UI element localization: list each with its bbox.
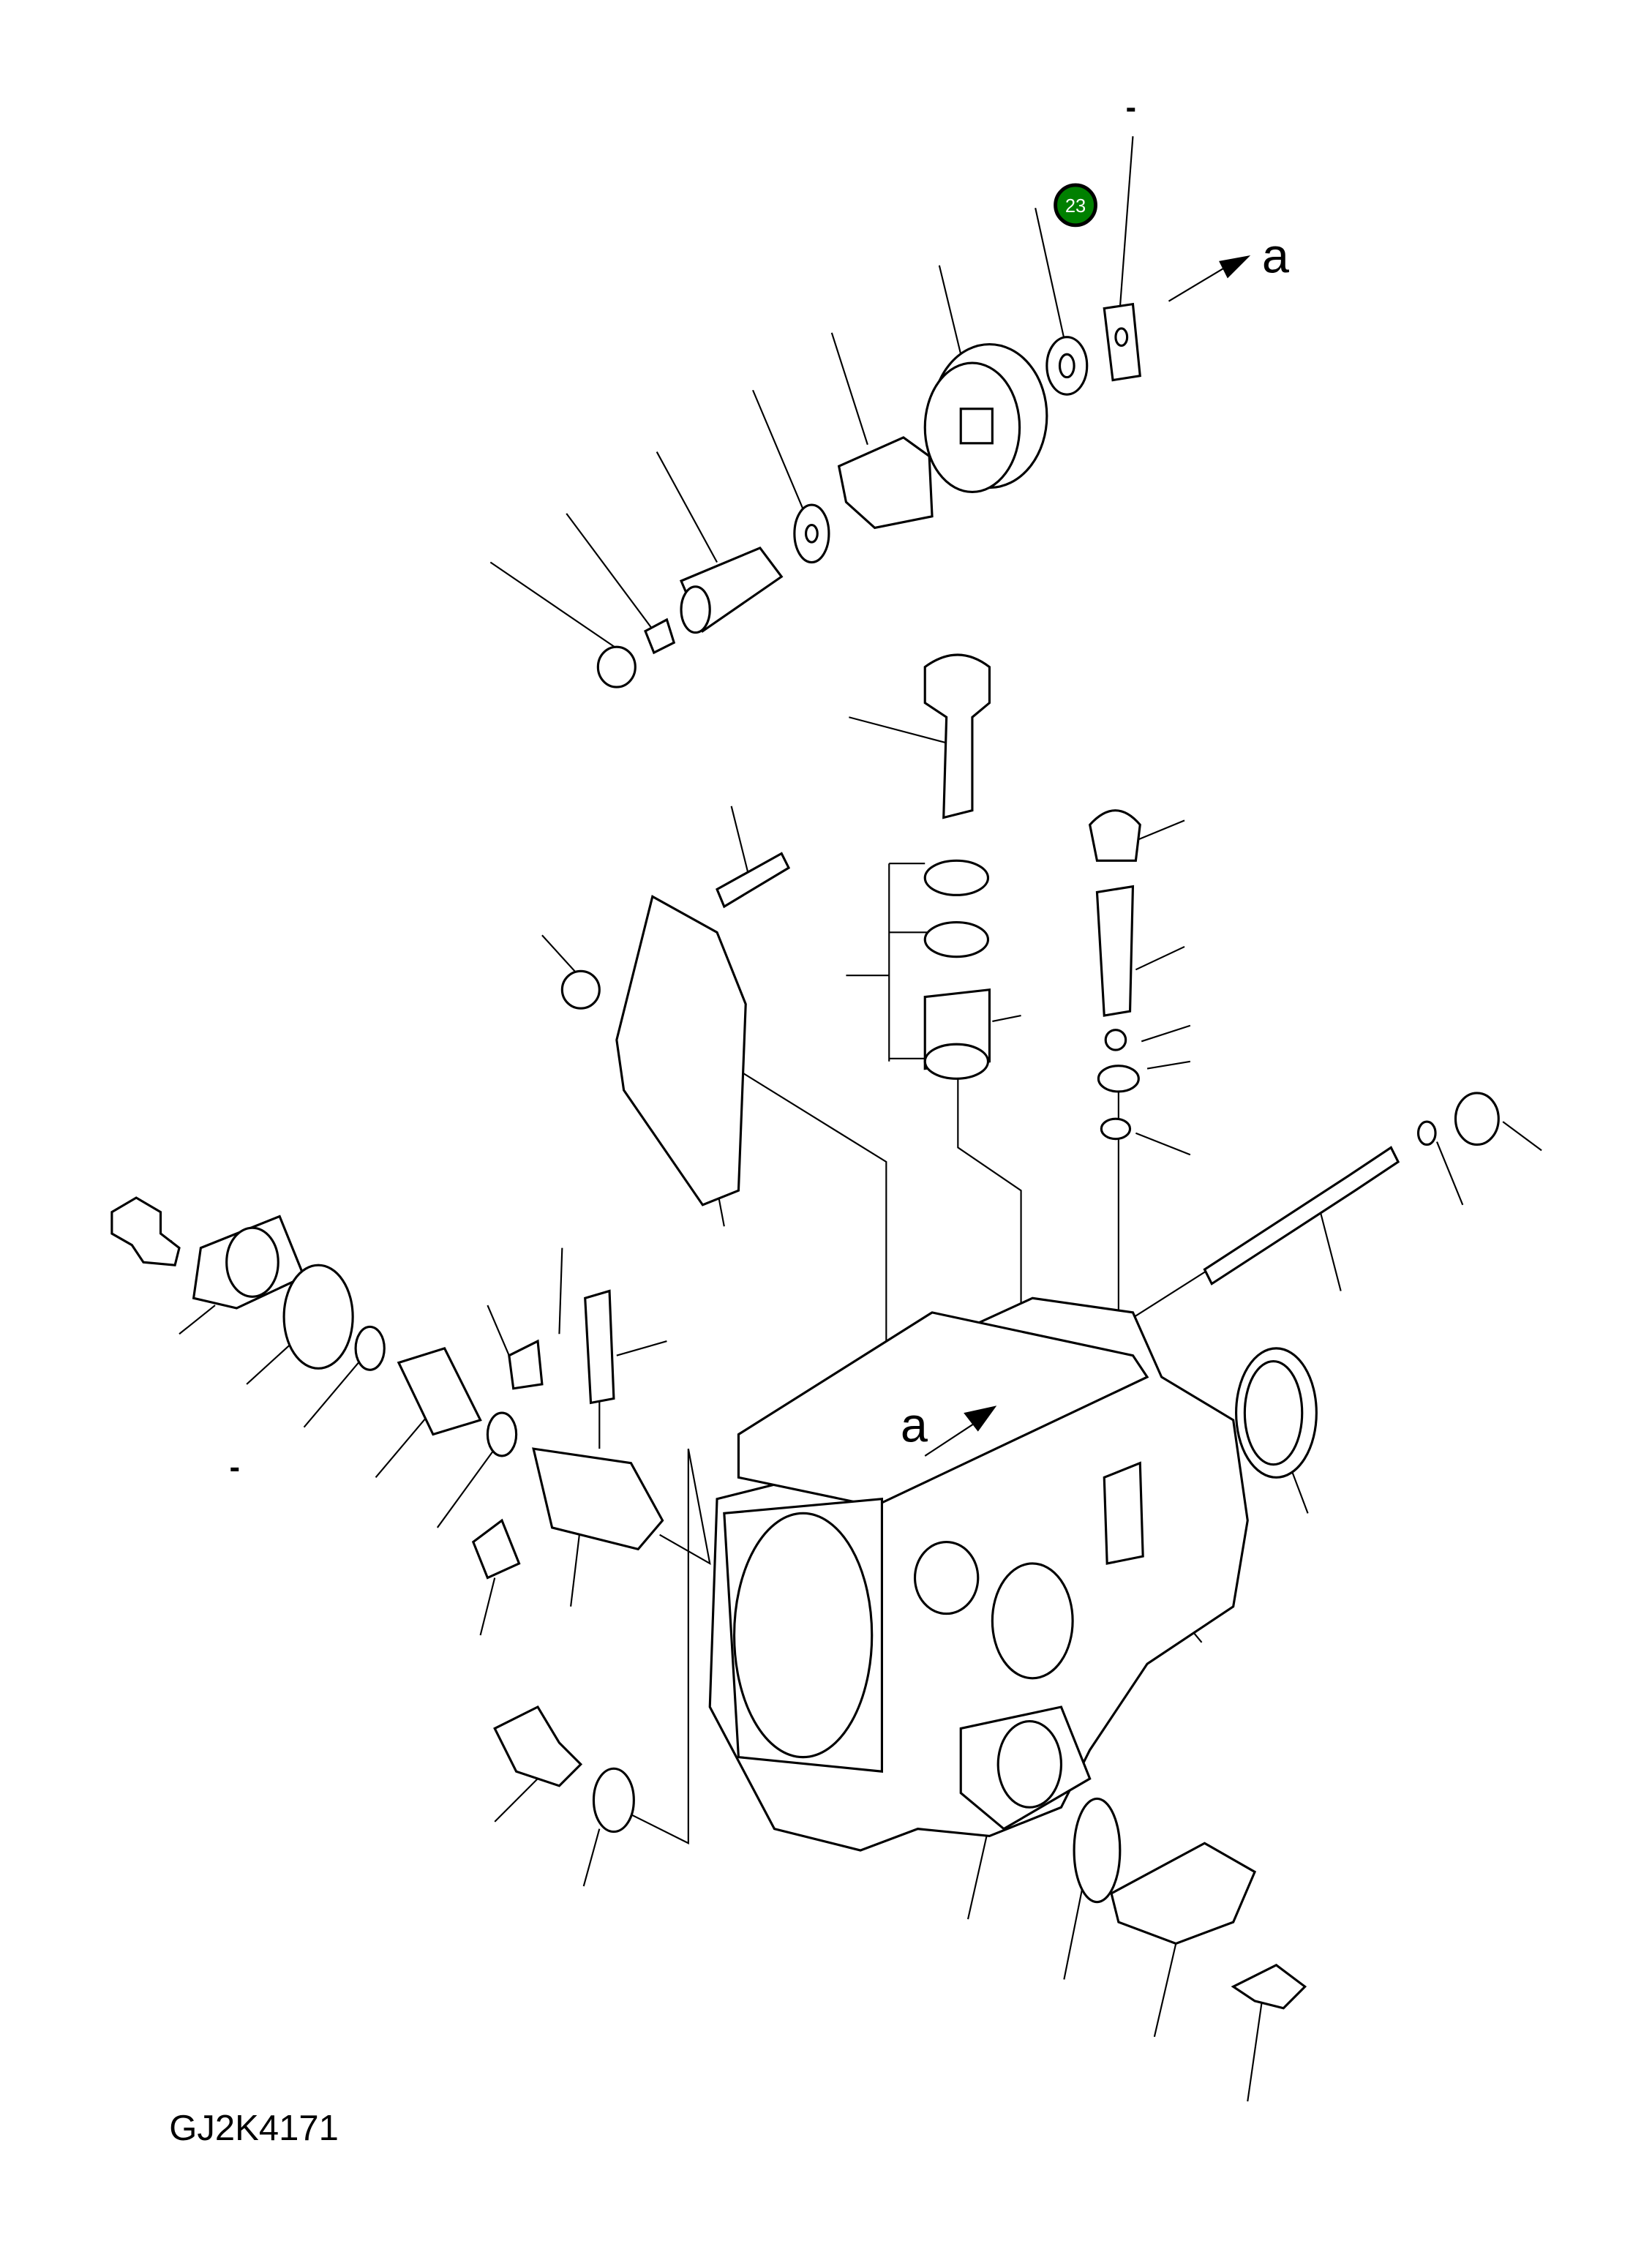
valve-parts xyxy=(560,653,1500,1479)
governor-parts xyxy=(596,302,1141,688)
dash-marker-left: - xyxy=(230,1449,240,1485)
callout-23[interactable]: 23 xyxy=(1054,183,1097,228)
callout-bubble[interactable] xyxy=(1054,183,1097,228)
view-marker-label: a xyxy=(1262,229,1290,283)
dash-marker-top: - xyxy=(1126,90,1136,125)
leader-lines xyxy=(143,136,1542,2102)
view-arrow-a: a xyxy=(1168,229,1290,302)
pump-body: a xyxy=(708,1296,1307,2010)
left-parts xyxy=(110,1196,664,1833)
view-marker-body-label: a xyxy=(901,1398,928,1452)
callout-number: 23 xyxy=(1065,196,1086,217)
drawing-code: GJ2K4171 xyxy=(169,2109,339,2148)
